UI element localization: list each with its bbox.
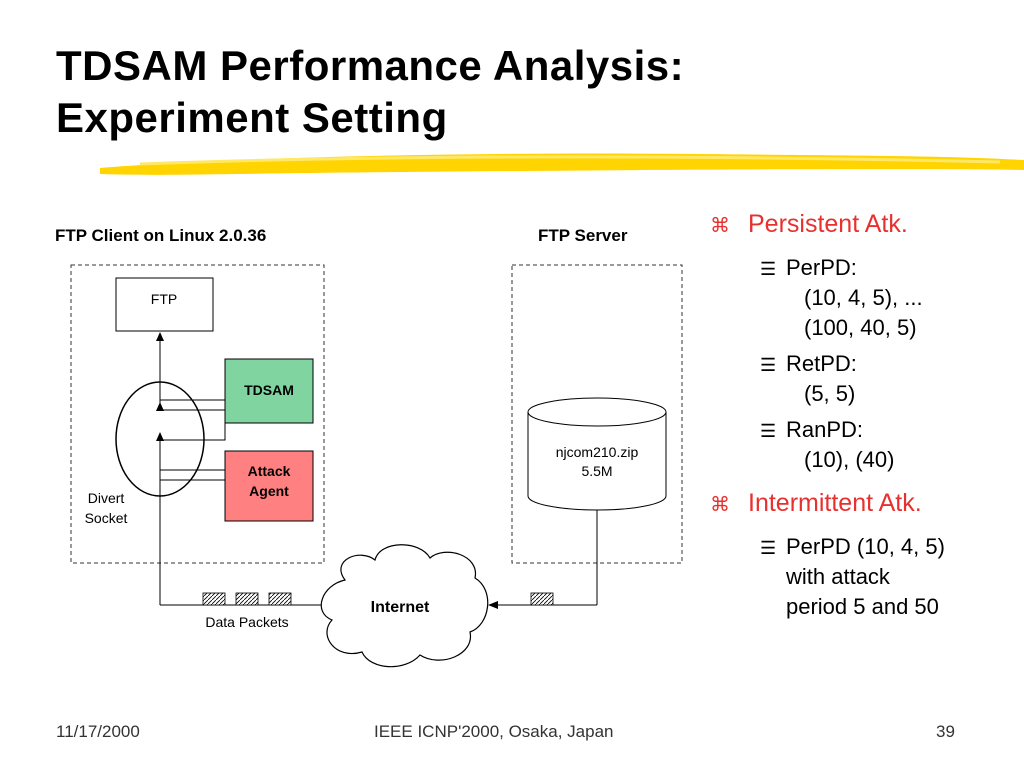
- attack-agent-box: Attack Agent: [224, 450, 314, 522]
- bullet-persistent-text: Persistent Atk.: [748, 210, 908, 238]
- footer-date: 11/17/2000: [56, 722, 140, 741]
- experiment-diagram: FTP Client on Linux 2.0.36 FTP Server FT…: [55, 226, 683, 668]
- client-label: FTP Client on Linux 2.0.36: [55, 226, 266, 245]
- sub-bullet-inter-perpd: ☰ PerPD (10, 4, 5) with attack period 5 …: [760, 532, 1010, 622]
- ftp-box-label: FTP: [151, 291, 177, 307]
- packet-icon-server: [530, 592, 554, 606]
- bullet-intermittent: ⌘ Intermittent Atk.: [710, 489, 1010, 518]
- internet-label: Internet: [371, 599, 430, 616]
- sub-bullet-perpd: ☰ PerPD: (10, 4, 5), ... (100, 40, 5): [760, 253, 1010, 343]
- sub-bullet-icon: ☰: [760, 538, 777, 558]
- server-label: FTP Server: [538, 226, 628, 245]
- tdsam-box-label: TDSAM: [244, 382, 294, 398]
- sub-bullet-icon: ☰: [760, 259, 777, 279]
- bullet-list: ⌘ Persistent Atk. ☰ PerPD: (10, 4, 5), .…: [710, 210, 1010, 628]
- inter-perpd-text: PerPD (10, 4, 5) with attack period 5 an…: [786, 534, 945, 619]
- title-line-2: Experiment Setting: [56, 94, 448, 141]
- footer-conference: IEEE ICNP'2000, Osaka, Japan: [374, 722, 614, 741]
- perpd-value-2: (100, 40, 5): [804, 315, 917, 340]
- perpd-value-1: (10, 4, 5), ...: [804, 285, 923, 310]
- footer-page-number: 39: [936, 722, 955, 741]
- sub-bullet-icon: ☰: [760, 355, 777, 375]
- retpd-value-1: (5, 5): [804, 381, 856, 406]
- client-boundary: [70, 264, 325, 564]
- sub-bullet-icon: ☰: [760, 421, 777, 441]
- file-name: njcom210.zip: [556, 444, 639, 460]
- ranpd-head: RanPD:: [786, 417, 864, 442]
- title-underline-brush: [100, 153, 1024, 175]
- retpd-head: RetPD:: [786, 351, 857, 376]
- file-size: 5.5M: [581, 463, 612, 479]
- command-bullet-icon: ⌘: [710, 494, 730, 516]
- sub-bullet-ranpd: ☰ RanPD: (10), (40): [760, 415, 1010, 475]
- ranpd-value-1: (10), (40): [804, 447, 895, 472]
- client-arrowheads: [156, 332, 164, 441]
- bullet-persistent: ⌘ Persistent Atk.: [710, 210, 1010, 239]
- bullet-intermittent-text: Intermittent Atk.: [748, 489, 922, 517]
- file-cylinder: njcom210.zip 5.5M: [527, 397, 667, 511]
- server-flow-lines: [498, 510, 598, 606]
- title-line-1: TDSAM Performance Analysis:: [56, 42, 685, 89]
- command-bullet-icon: ⌘: [710, 215, 730, 237]
- attack-label-2: Agent: [249, 483, 289, 499]
- internet-cloud: Internet: [320, 544, 489, 668]
- slide-title: TDSAM Performance Analysis: Experiment S…: [56, 40, 956, 144]
- ftp-box: FTP: [115, 277, 214, 332]
- attack-label-1: Attack: [248, 463, 291, 479]
- packet-icons-client: [202, 592, 292, 606]
- sub-bullet-retpd: ☰ RetPD: (5, 5): [760, 349, 1010, 409]
- data-packets-label: Data Packets: [205, 614, 288, 630]
- perpd-head: PerPD:: [786, 255, 857, 280]
- divert-label-1: Divert: [88, 490, 125, 506]
- divert-label-2: Socket: [85, 510, 128, 526]
- server-arrowhead: [488, 601, 498, 609]
- tdsam-box: TDSAM: [224, 358, 314, 424]
